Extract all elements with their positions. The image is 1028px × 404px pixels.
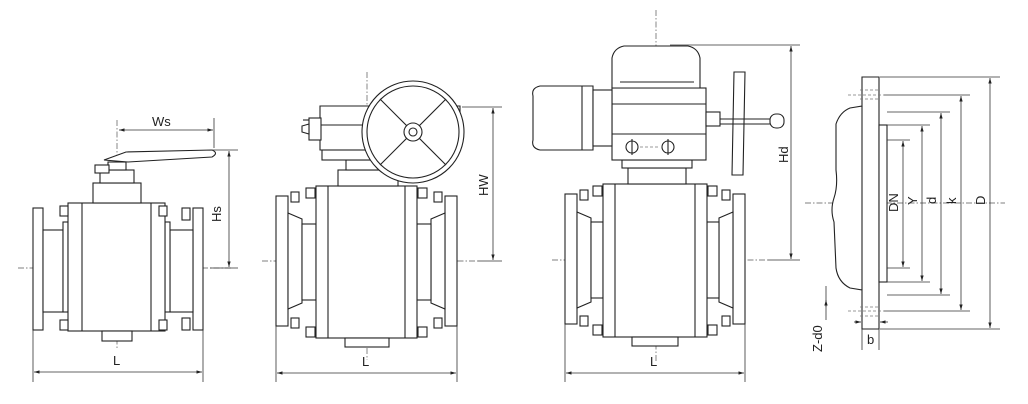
y-label: Y xyxy=(905,196,920,205)
zd0-label: Z-d0 xyxy=(810,325,825,352)
electric-actuator-valve-view: Hd L xyxy=(532,10,800,382)
hs-label: Hs xyxy=(209,206,224,222)
l-label-1: L xyxy=(113,353,120,368)
dn-label: DN xyxy=(886,193,901,212)
l-label-3: L xyxy=(650,354,657,369)
k-label: k xyxy=(944,197,959,204)
lever-operated-valve-view: Ws Hs L xyxy=(18,114,238,382)
hd-label: Hd xyxy=(776,146,791,163)
ws-label: Ws xyxy=(152,114,171,129)
l-label-2: L xyxy=(362,354,369,369)
hw-label: HW xyxy=(476,174,491,196)
d-label: d xyxy=(924,197,939,204)
D-label: D xyxy=(973,196,988,205)
gear-operated-valve-view: HW L xyxy=(262,72,502,382)
flange-section-view: DN Y d k D Z-d0 b xyxy=(805,76,1005,352)
b-label: b xyxy=(867,332,874,347)
